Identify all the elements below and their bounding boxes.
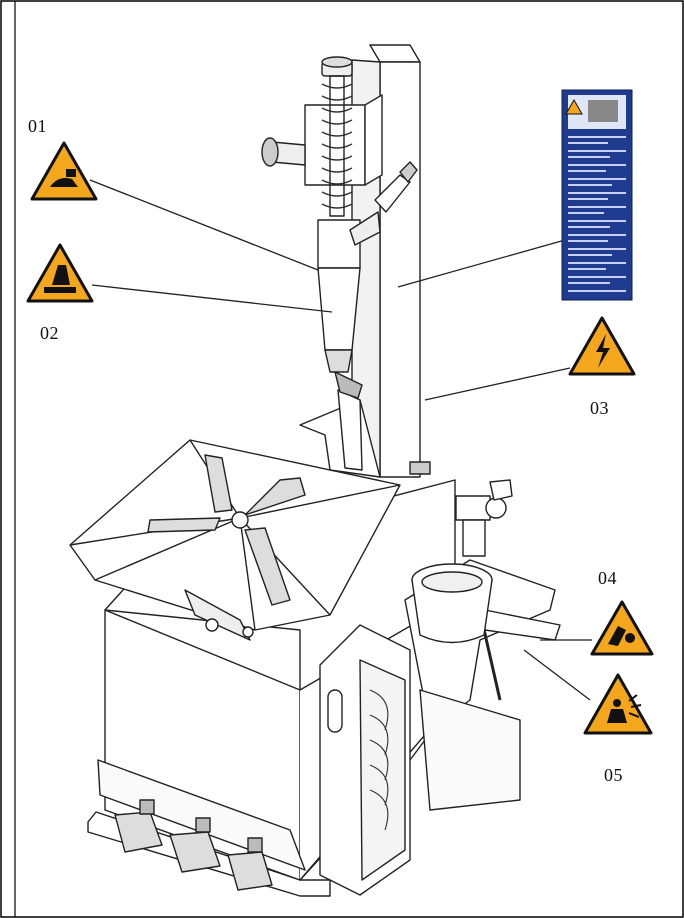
leader-line-05 — [523, 649, 591, 701]
leader-line-02 — [91, 284, 333, 313]
leader-line-03 — [424, 367, 571, 401]
foot-crush-warning-icon — [26, 243, 94, 303]
instruction-sticker-icon — [561, 89, 633, 301]
callout-label-05: 05 — [604, 765, 623, 785]
electric-shock-warning-icon — [568, 316, 636, 376]
mounting-head — [261, 56, 418, 399]
leader-line-01 — [89, 179, 319, 271]
tyre-changer-machine — [69, 44, 561, 897]
leader-lines — [89, 179, 592, 701]
callout-label-04: 04 — [598, 568, 617, 588]
hand-crush-warning-icon — [30, 141, 98, 201]
leader-line-sticker — [397, 239, 566, 288]
foot-pedals — [114, 799, 273, 891]
callout-label-03: 03 — [590, 398, 609, 418]
tyre-burst-warning-icon — [583, 673, 653, 735]
air-filter-unit — [455, 479, 513, 557]
turntable — [69, 439, 401, 641]
callout-label-01: 01 — [28, 116, 47, 136]
bead-breaker-warning-icon — [590, 600, 654, 656]
callout-label-02: 02 — [40, 323, 59, 343]
